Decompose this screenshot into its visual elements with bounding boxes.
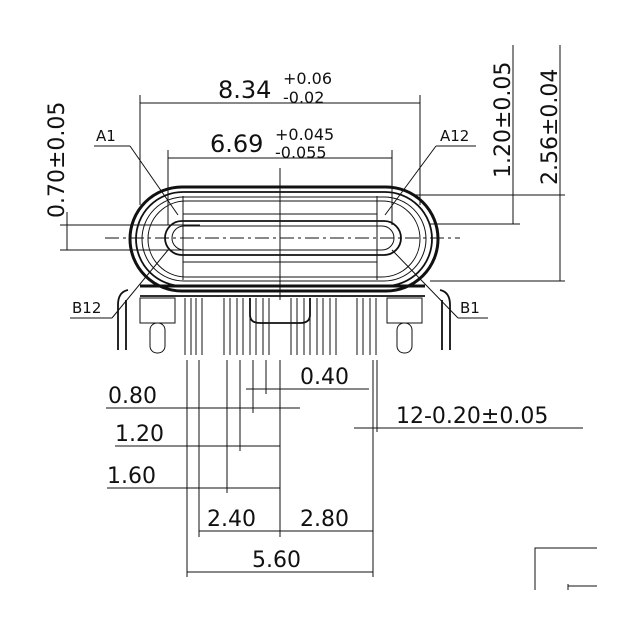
overall-width-upper-tol: +0.06 bbox=[283, 69, 332, 88]
inner-width-lower-tol: -0.055 bbox=[275, 143, 327, 162]
dim-1-60: 1.60 bbox=[107, 464, 156, 489]
label-b1: B1 bbox=[460, 299, 480, 317]
pin-width-value: 12-0.20±0.05 bbox=[396, 404, 548, 429]
dim-0-80: 0.80 bbox=[108, 384, 157, 409]
inner-width-value: 6.69 bbox=[210, 130, 263, 158]
label-a1: A1 bbox=[96, 127, 116, 145]
connector-body bbox=[105, 168, 460, 354]
height-upper-value: 1.20±0.05 bbox=[491, 62, 516, 178]
height-dimensions: 1.20±0.05 2.56±0.04 bbox=[415, 45, 565, 282]
pitch-dimensions: 0.40 0.80 1.20 1.60 2.40 2.80 5.60 12-0.… bbox=[106, 360, 583, 577]
dim-2-80: 2.80 bbox=[300, 507, 349, 532]
overall-width-value: 8.34 bbox=[218, 76, 271, 104]
partial-detail-view bbox=[534, 547, 597, 590]
dim-5-60: 5.60 bbox=[252, 548, 301, 573]
inner-width-upper-tol: +0.045 bbox=[275, 125, 334, 144]
label-a12: A12 bbox=[440, 127, 469, 145]
tongue-offset-value: 0.70±0.05 bbox=[45, 102, 70, 218]
label-b12: B12 bbox=[72, 299, 101, 317]
dim-2-40: 2.40 bbox=[207, 507, 256, 532]
tongue-offset-dimension: 0.70±0.05 bbox=[45, 102, 200, 251]
pin-labels: A1 A12 B12 B1 bbox=[70, 127, 488, 319]
dim-1-20: 1.20 bbox=[115, 422, 164, 447]
height-total-value: 2.56±0.04 bbox=[538, 69, 563, 185]
inner-width-dimension: 6.69 +0.045 -0.055 bbox=[167, 125, 393, 225]
pins bbox=[184, 298, 377, 355]
dim-0-40: 0.40 bbox=[300, 365, 349, 390]
overall-width-lower-tol: -0.02 bbox=[283, 88, 324, 107]
overall-width-dimension: 8.34 +0.06 -0.02 bbox=[139, 69, 421, 205]
